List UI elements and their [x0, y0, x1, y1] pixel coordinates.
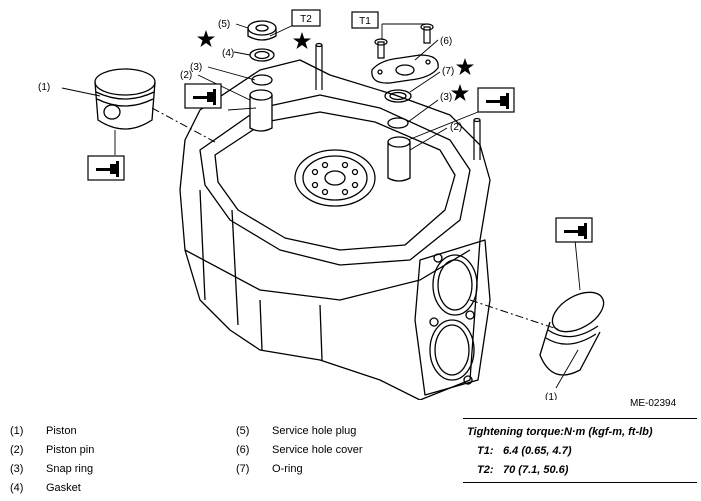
studs: [315, 42, 481, 160]
callout-piston-right: (1): [545, 392, 557, 400]
legend-column-1: (1)Piston (2)Piston pin (3)Snap ring (4)…: [10, 425, 95, 494]
oil-can-icon: [184, 83, 222, 109]
cylinder-bores: [429, 253, 478, 385]
torque-table-title: Tightening torque:N·m (kgf-m, ft-lb): [467, 426, 653, 438]
oil-can-icon: [555, 217, 593, 243]
service-hole-cover: [371, 54, 439, 84]
piston-pins: [249, 89, 411, 182]
service-hole-plug: [247, 20, 277, 41]
oil-can-symbols: [87, 83, 593, 243]
replace-star-icons: [197, 30, 474, 101]
gasket: [249, 48, 275, 62]
callout-labels: (1) (5) (4) (3) (2) (6) (7) (3) (2) (1): [38, 19, 557, 400]
alignment-lines: [151, 107, 561, 331]
table-top-rule: [463, 418, 697, 419]
callout-cover: (6): [440, 36, 452, 47]
svg-text:T1: T1: [359, 16, 371, 27]
callout-piston-left: (1): [38, 82, 50, 93]
callout-snap-left: (3): [190, 62, 202, 73]
table-bottom-rule: [463, 482, 697, 483]
piston-left: [94, 68, 156, 130]
crankcase-block: [179, 59, 491, 400]
torque-tag-t1: T1: [351, 11, 379, 29]
star-icon: [456, 58, 474, 75]
star-icon: [197, 30, 215, 47]
star-icon: [293, 32, 311, 49]
callout-gasket: (4): [222, 48, 234, 59]
leader-lines: [61, 21, 581, 389]
piston-right: [539, 291, 605, 376]
flywheel-disc: [294, 149, 376, 207]
torque-row-t2: T2:70 (7.1, 50.6): [477, 464, 569, 476]
engine-block-diagram: T2 T1 (1) (5) (4) (3) (2) (6) (7) (3) (2…: [38, 9, 605, 400]
torque-tag-t2: T2: [291, 9, 321, 27]
cover-screws: [374, 23, 434, 59]
legend-column-2: (5)Service hole plug (6)Service hole cov…: [236, 425, 363, 475]
star-icon: [451, 84, 469, 101]
callout-pin-right: (2): [450, 122, 462, 133]
snap-rings: [251, 74, 409, 129]
o-ring: [384, 89, 412, 103]
callout-snap-right: (3): [440, 92, 452, 103]
callout-plug: (5): [218, 19, 230, 30]
oil-can-icon: [87, 155, 125, 181]
oil-can-icon: [477, 87, 515, 113]
torque-row-t1: T1:6.4 (0.65, 4.7): [477, 445, 572, 457]
figure-code: ME-02394: [630, 398, 677, 409]
callout-oring: (7): [442, 66, 454, 77]
svg-text:T2: T2: [300, 14, 312, 25]
callout-pin-left: (2): [180, 70, 192, 81]
